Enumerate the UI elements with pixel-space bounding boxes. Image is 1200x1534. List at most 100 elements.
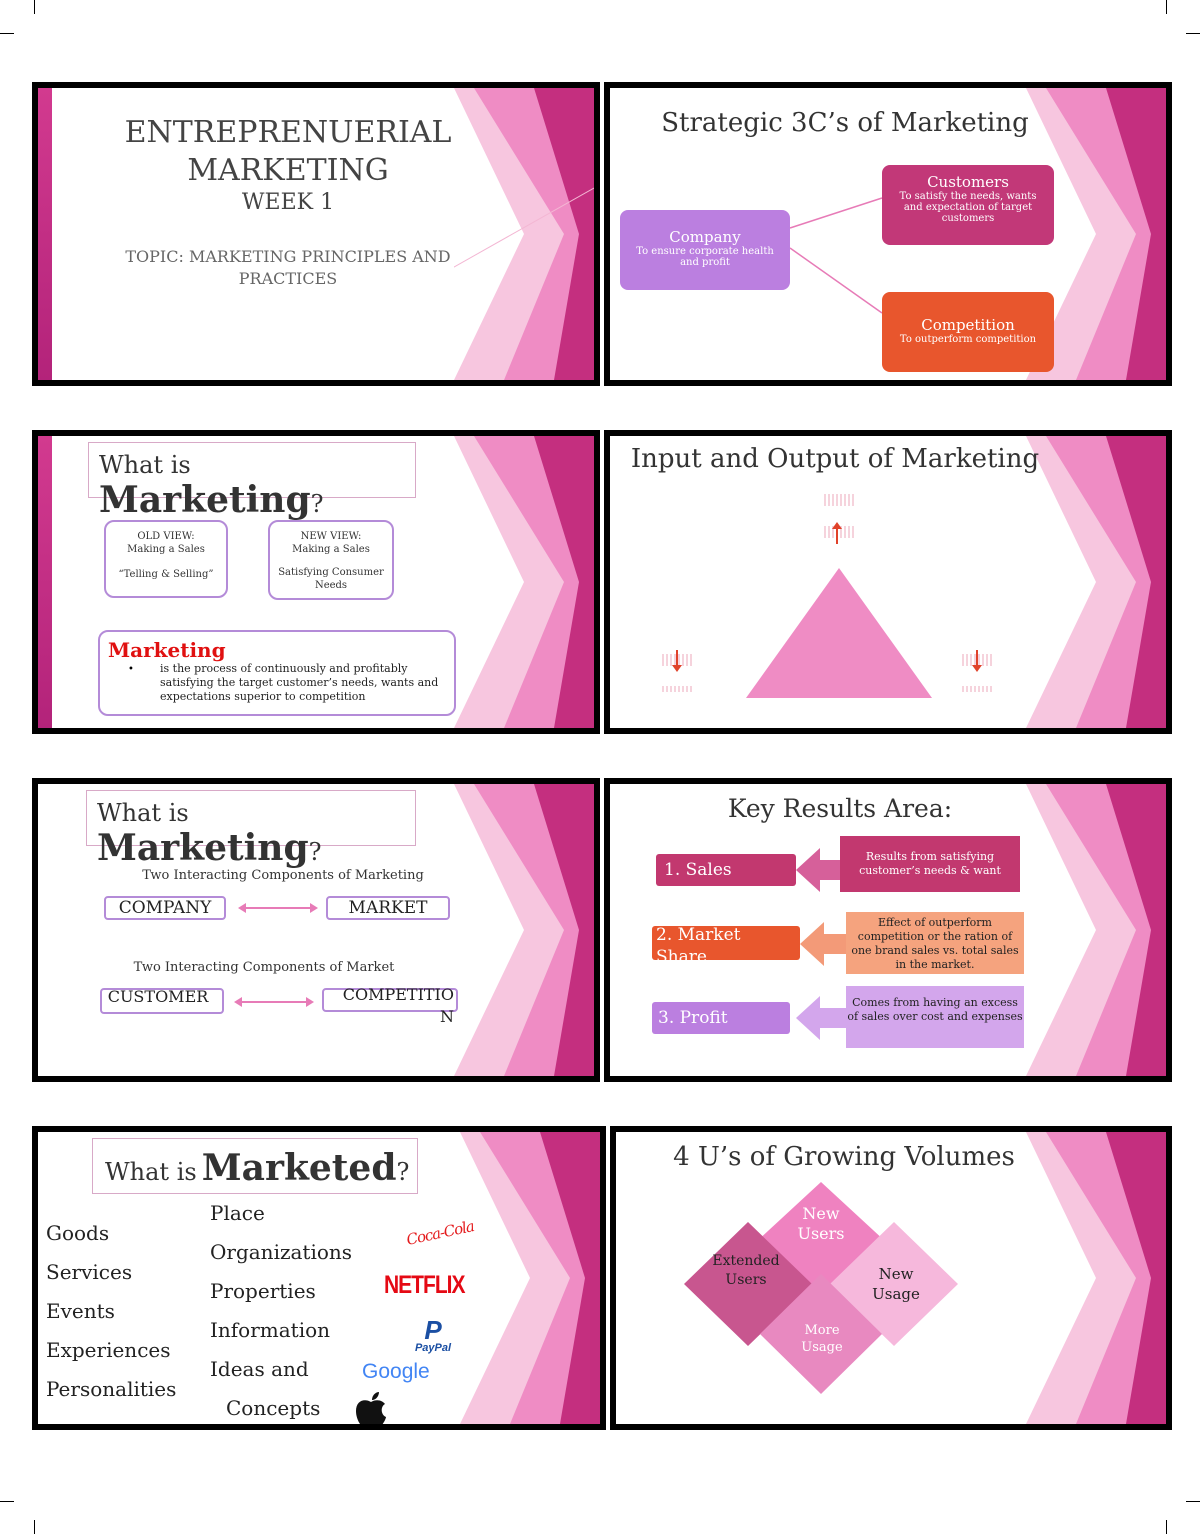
customers-desc: To satisfy the needs, wants and expectat… xyxy=(899,191,1037,224)
crop-mark xyxy=(0,1501,14,1502)
list-item-label: Personalities xyxy=(46,1377,177,1401)
market-share-label: 2. Market Share xyxy=(652,926,800,960)
definition-title: Marketing xyxy=(108,638,226,662)
old-view-box: OLD VIEW: Making a Sales “Telling & Sell… xyxy=(104,520,228,598)
new-view-line: Making a Sales xyxy=(292,544,370,555)
competition-desc: To outperform competition xyxy=(899,334,1037,345)
faded-label xyxy=(824,526,854,538)
crop-mark xyxy=(1186,1501,1200,1502)
company-box: Company To ensure corporate health and p… xyxy=(620,210,790,290)
list-item: Personalities xyxy=(46,1370,176,1409)
left-arrow-icon xyxy=(796,996,846,1040)
paypal-wordmark: PayPal xyxy=(414,1342,452,1354)
title-suffix: ? xyxy=(310,490,324,518)
left-arrow-icon xyxy=(796,848,846,892)
old-view-heading: OLD VIEW: xyxy=(137,531,195,542)
slide-4us: 4 U’s of Growing Volumes New Users Exten… xyxy=(610,1126,1172,1430)
list-item-label: Goods xyxy=(46,1221,110,1245)
old-view-quote: “Telling & Selling” xyxy=(118,569,214,580)
faded-label xyxy=(824,494,854,506)
slide-title-text: Input and Output of Marketing xyxy=(630,444,1040,474)
up-arrow-icon xyxy=(832,522,842,544)
new-users-label: New Users xyxy=(797,1204,845,1243)
paypal-icon: P xyxy=(424,1315,442,1345)
paypal-logo: P PayPal xyxy=(406,1315,460,1354)
definition-box: Marketing • is the process of continuous… xyxy=(98,630,456,716)
crop-mark xyxy=(34,0,35,14)
list-item: Goods xyxy=(46,1214,176,1253)
slide-what-is-marketed: What is Marketed? Goods Services Events … xyxy=(32,1126,606,1430)
subheading-marketing: Two Interacting Components of Marketing xyxy=(142,868,424,883)
extended-users-label: Extended Users xyxy=(712,1252,780,1290)
faded-label xyxy=(662,686,692,692)
sales-label: 1. Sales xyxy=(656,854,796,886)
slide-what-is-marketing-1: What is Marketing? OLD VIEW: Making a Sa… xyxy=(32,430,600,734)
customers-label: Customers xyxy=(927,173,1009,191)
decorative-triangles xyxy=(1026,88,1166,380)
list-item-label: Experiences xyxy=(46,1338,171,1362)
customer-box: CUSTOMER xyxy=(100,987,224,1014)
slide-accent-bar xyxy=(38,436,52,728)
list-item: Events xyxy=(46,1292,176,1331)
slide-accent-bar xyxy=(38,88,52,380)
diamond-diagram xyxy=(684,1182,958,1394)
slide-title-text: 4 U’s of Growing Volumes xyxy=(673,1142,1015,1172)
decorative-triangles xyxy=(1026,784,1166,1076)
decorative-triangles xyxy=(1026,436,1166,728)
market-share-text: 2. Market Share xyxy=(656,926,741,960)
slide-title-text: Key Results Area: xyxy=(727,794,953,823)
slide-title: ENTREPRENUERIAL MARKETING WEEK 1 TOPIC: … xyxy=(32,82,600,386)
list-item-label: Information xyxy=(210,1318,331,1342)
title-line-2: MARKETING xyxy=(187,153,389,188)
title-main: Marketed xyxy=(201,1147,397,1189)
new-view-desc: Satisfying Consumer Needs xyxy=(278,567,384,591)
crop-mark xyxy=(1186,33,1200,34)
more-usage-label: More Usage xyxy=(801,1323,843,1355)
subheading-market: Two Interacting Components of Market xyxy=(133,960,395,975)
title-frame: What is Marketing? xyxy=(86,790,416,869)
profit-desc: Comes from having an excess of sales ove… xyxy=(846,986,1024,1048)
crop-mark xyxy=(1166,0,1167,14)
decorative-triangles xyxy=(454,88,594,380)
decorative-triangles xyxy=(454,784,594,1076)
list-item: Organizations xyxy=(210,1233,352,1272)
list-item-label: Services xyxy=(46,1260,133,1284)
slide-3cs: Strategic 3C’s of Marketing Company To e… xyxy=(604,82,1172,386)
decorative-triangles xyxy=(454,436,594,728)
competition-label: COMPETITION xyxy=(342,985,454,1026)
title-prefix: What is xyxy=(105,1158,197,1186)
market-share-desc: Effect of outperform competition or the … xyxy=(846,912,1024,974)
down-arrow-icon xyxy=(672,650,682,672)
competition-box: Competition To outperform competition xyxy=(882,292,1054,372)
crop-mark xyxy=(1166,1520,1167,1534)
market-box: MARKET xyxy=(326,896,450,920)
competition-label: Competition xyxy=(921,316,1015,334)
crop-mark xyxy=(0,33,14,34)
triangle-shape xyxy=(746,568,932,698)
list-item-label: Organizations xyxy=(210,1240,353,1264)
list-item: Services xyxy=(46,1253,176,1292)
double-arrow-icon xyxy=(234,997,314,1007)
decorative-triangles xyxy=(460,1132,600,1424)
connector-lines xyxy=(789,197,883,314)
slide-title-text: Strategic 3C’s of Marketing xyxy=(661,108,1029,138)
apple-logo-icon xyxy=(356,1392,386,1424)
title-main: Marketing xyxy=(97,827,309,869)
list-item: Place xyxy=(210,1194,352,1233)
list-item-label: Events xyxy=(46,1299,115,1323)
title-prefix: What is xyxy=(97,799,189,827)
google-logo: Google xyxy=(362,1360,430,1383)
title-suffix: ? xyxy=(308,838,322,866)
title-frame: What is Marketing? xyxy=(88,442,416,521)
list-item-label: Place xyxy=(210,1201,265,1225)
marketed-list-2: Place Organizations Properties Informati… xyxy=(210,1194,352,1424)
customer-label: CUSTOMER xyxy=(107,987,209,1006)
extended-users-text: Extended Users xyxy=(712,1253,780,1288)
list-item: Information xyxy=(210,1311,352,1350)
new-view-box: NEW VIEW: Making a Sales Satisfying Cons… xyxy=(268,520,394,600)
list-item-label: Properties xyxy=(210,1279,316,1303)
list-item: Properties xyxy=(210,1272,352,1311)
topic-line-1: TOPIC: MARKETING PRINCIPLES AND xyxy=(125,247,451,266)
new-view-heading: NEW VIEW: xyxy=(300,531,362,542)
title-line-1: ENTREPRENUERIAL xyxy=(124,115,452,150)
